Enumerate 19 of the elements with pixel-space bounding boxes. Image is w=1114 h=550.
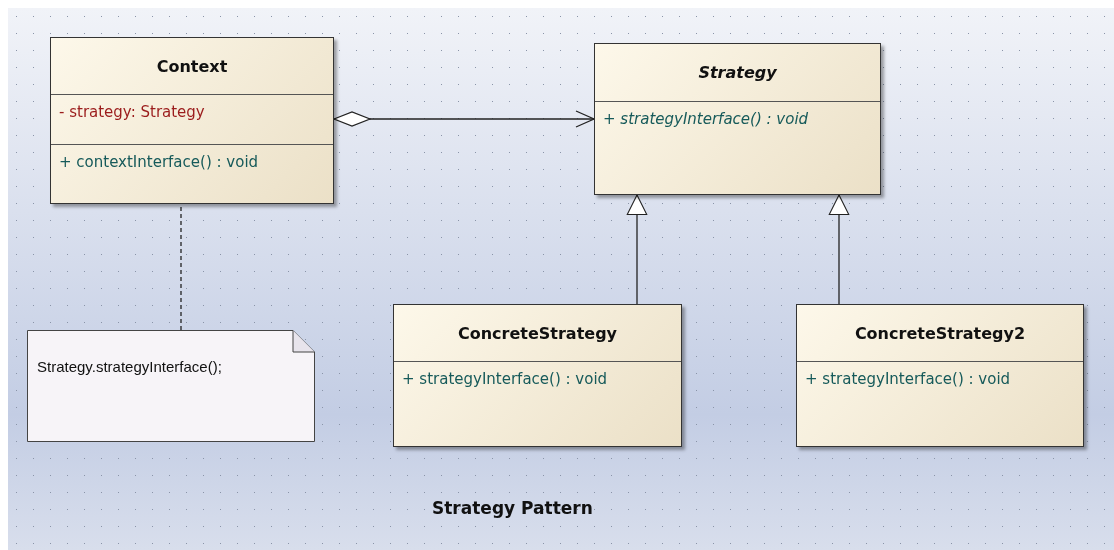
operation-text: + strategyInterface() : void <box>603 110 809 128</box>
class-box <box>393 304 682 447</box>
class-name: Context <box>156 56 228 76</box>
attribute-text: - strategy: Strategy <box>59 103 205 121</box>
operation-text: + contextInterface() : void <box>59 153 259 171</box>
operation-text: + strategyInterface() : void <box>805 370 1011 388</box>
class-name: ConcreteStrategy2 <box>854 323 1026 343</box>
class-box <box>50 37 334 204</box>
operation-text: + strategyInterface() : void <box>402 370 608 388</box>
diagram-title: Strategy Pattern <box>432 498 593 518</box>
inheritance-arrow <box>828 194 850 305</box>
note-text: Strategy.strategyInterface(); <box>37 358 222 375</box>
aggregation-arrow <box>333 110 595 128</box>
class-name: ConcreteStrategy <box>457 323 618 343</box>
class-box <box>796 304 1084 447</box>
inheritance-arrow <box>626 194 648 305</box>
note-box <box>27 330 315 442</box>
class-name: Strategy <box>698 63 777 82</box>
class-box <box>594 43 881 195</box>
